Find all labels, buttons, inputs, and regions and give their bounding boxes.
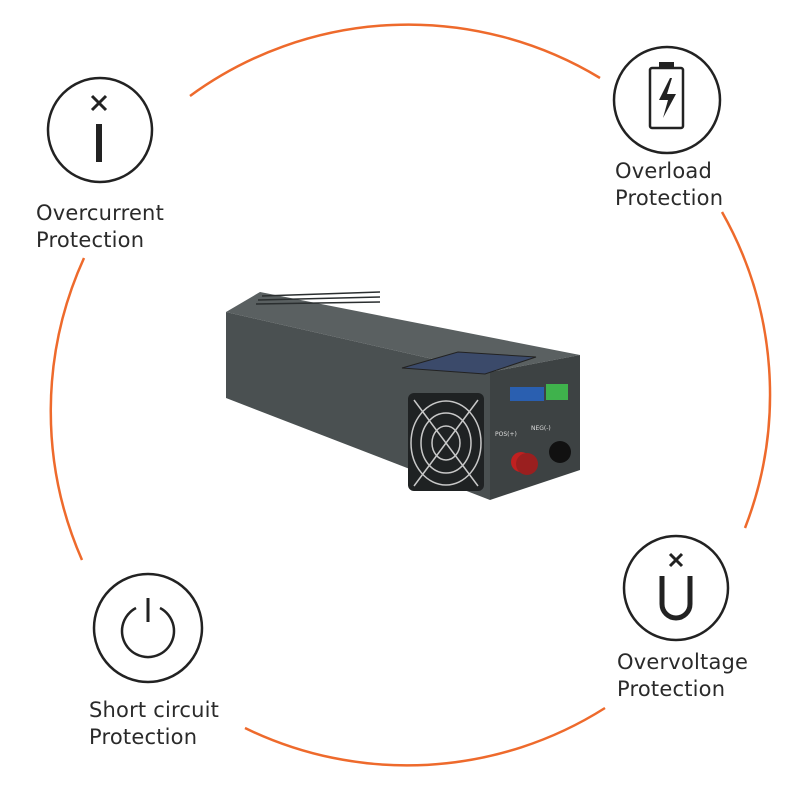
feature-overload: Overload Protection <box>615 158 723 212</box>
ring-arc-bottom <box>244 706 606 767</box>
feature-short-circuit: Short circuit Protection <box>89 697 219 751</box>
orange-ring <box>49 23 772 767</box>
overcurrent-icon <box>46 76 154 184</box>
ring-arc-right <box>720 211 772 529</box>
pos-label: POS(+) <box>495 431 517 438</box>
vent-slots <box>255 291 381 305</box>
ring-arc-left <box>49 257 86 561</box>
feature-subtitle: Protection <box>89 725 198 749</box>
neg-label: NEG(-) <box>531 425 551 432</box>
magnet-icon <box>622 534 730 642</box>
feature-title: Overload <box>615 159 712 183</box>
power-supply-image: POS(+) NEG(-) <box>226 291 580 500</box>
display-panel <box>401 351 537 375</box>
feature-title: Short circuit <box>89 698 220 722</box>
feature-overvoltage: Overvoltage Protection <box>617 649 748 703</box>
feature-overcurrent: Overcurrent Protection <box>36 200 164 254</box>
feature-title: Overcurrent <box>36 201 165 225</box>
terminal-block <box>546 384 568 400</box>
ring-arc-top <box>189 23 601 98</box>
battery-bolt-icon <box>612 45 722 155</box>
feature-subtitle: Protection <box>617 677 726 701</box>
neg-terminal <box>549 441 571 463</box>
feature-title: Overvoltage <box>617 650 749 674</box>
power-icon <box>92 572 204 684</box>
fan-grille <box>408 393 484 491</box>
adjust-pots <box>510 387 544 401</box>
feature-subtitle: Protection <box>36 228 145 252</box>
feature-subtitle: Protection <box>615 186 724 210</box>
